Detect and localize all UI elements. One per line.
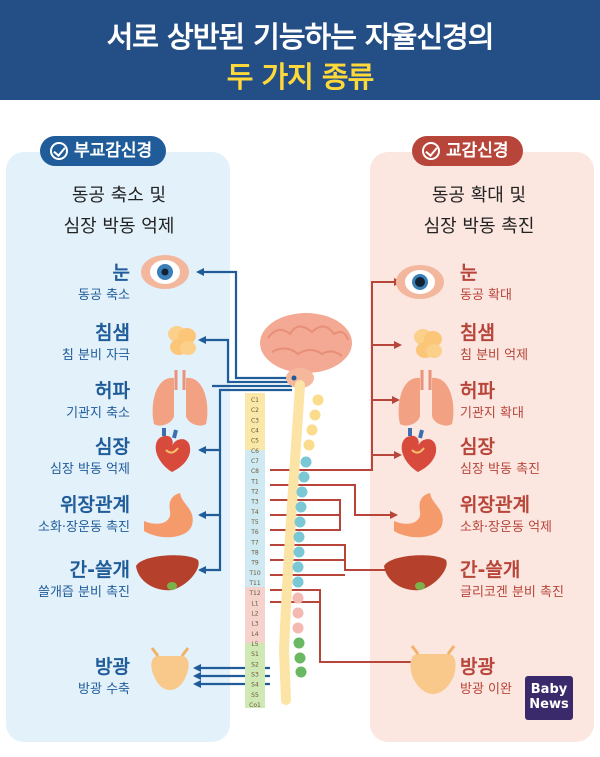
spine-segment-label: L1 bbox=[251, 600, 258, 607]
left-organ-title-salivary: 침샘 bbox=[95, 322, 130, 344]
sympathetic-label: 교감신경 bbox=[446, 141, 509, 161]
right-organ-title-salivary: 침샘 bbox=[460, 322, 495, 344]
spine-segment-label: C3 bbox=[251, 417, 259, 424]
logo-line-2: News bbox=[529, 697, 569, 712]
spine-segment-label: T11 bbox=[248, 580, 260, 587]
liver-icon bbox=[136, 555, 199, 591]
eye-icon bbox=[396, 265, 444, 299]
liver-icon bbox=[384, 555, 447, 591]
title-banner: 서로 상반된 기능하는 자율신경의 두 가지 종류 bbox=[0, 0, 600, 100]
spine-segment-label: T1 bbox=[250, 478, 259, 485]
left-organ-title-lung: 허파 bbox=[95, 380, 130, 402]
summary-line: 심장 박동 촉진 bbox=[423, 216, 535, 237]
parasympathetic-badge: 부교감신경 bbox=[40, 136, 167, 166]
heart-icon bbox=[401, 428, 437, 472]
sympathetic-badge: 교감신경 bbox=[412, 136, 523, 166]
spine-segment-label: S3 bbox=[251, 672, 259, 679]
brain-icon bbox=[260, 313, 352, 388]
left-organ-effect-bladder: 방광 수축 bbox=[78, 682, 130, 697]
left-organ-effect-heart: 심장 박동 억제 bbox=[49, 462, 130, 477]
spine-segment-label: T7 bbox=[250, 539, 259, 546]
right-organ-title-heart: 심장 bbox=[460, 436, 495, 458]
spine-segment-label: S5 bbox=[251, 692, 259, 699]
spine-segment-label: T4 bbox=[250, 509, 259, 516]
spine-segment-label: T3 bbox=[250, 499, 259, 506]
parasympathetic-panel bbox=[6, 152, 230, 742]
sympathetic-ganglia-chain bbox=[292, 394, 324, 678]
right-organ-effect-salivary: 침 분비 억제 bbox=[460, 348, 529, 363]
vertebral-column bbox=[245, 393, 265, 708]
spine-segment-label: L3 bbox=[251, 621, 258, 628]
left-organ-title-liver: 간-쓸개 bbox=[69, 559, 130, 581]
right-organ-effect-gi: 소화·장운동 억제 bbox=[460, 520, 552, 535]
spine-segment-label: L2 bbox=[251, 611, 258, 618]
spine-segment-label: C6 bbox=[251, 448, 259, 455]
spine-segment-label: Co1 bbox=[249, 702, 261, 709]
spine-segment-label: T10 bbox=[248, 570, 260, 577]
spine-segment-label: T9 bbox=[250, 560, 259, 567]
check-circle-icon bbox=[422, 142, 440, 160]
spine-segment-label: T8 bbox=[250, 550, 259, 557]
sympathetic-summary: 동공 확대 및 심장 박동 촉진 bbox=[384, 180, 574, 242]
spine-segment-label: L5 bbox=[251, 641, 258, 648]
summary-line: 동공 축소 및 bbox=[71, 185, 167, 206]
spine-segment-label: L4 bbox=[251, 631, 258, 638]
stomach-icon bbox=[394, 493, 443, 538]
right-organ-title-lung: 허파 bbox=[460, 380, 495, 402]
right-organ-title-liver: 간-쓸개 bbox=[460, 559, 521, 581]
left-organ-title-gi: 위장관계 bbox=[60, 494, 130, 516]
right-organ-title-gi: 위장관계 bbox=[460, 494, 530, 516]
stomach-icon bbox=[144, 493, 193, 538]
logo-line-1: Baby bbox=[530, 682, 568, 697]
bladder-icon bbox=[410, 645, 456, 694]
left-organ-title-heart: 심장 bbox=[95, 436, 130, 458]
baby-news-logo: Baby News bbox=[525, 676, 573, 720]
spine-segment-label: C5 bbox=[251, 438, 259, 445]
title-line-2: 두 가지 종류 bbox=[226, 60, 375, 94]
spine-segment-label: C8 bbox=[251, 468, 259, 475]
spine-segment-label: T2 bbox=[250, 489, 259, 496]
right-organ-effect-heart: 심장 박동 촉진 bbox=[460, 462, 541, 477]
spine-segment-label: C4 bbox=[251, 428, 259, 435]
right-organ-title-eye: 눈 bbox=[460, 262, 478, 284]
eye-icon bbox=[141, 255, 189, 289]
right-organ-title-bladder: 방광 bbox=[460, 656, 495, 678]
left-organ-effect-eye: 동공 축소 bbox=[78, 288, 130, 303]
spine-segment-label: S2 bbox=[251, 661, 259, 668]
spine-segment-label: T5 bbox=[250, 519, 259, 526]
spine-segment-label: C1 bbox=[251, 397, 259, 404]
lung-icon bbox=[152, 370, 208, 426]
spine-segment-label: S1 bbox=[251, 651, 259, 658]
left-organ-effect-liver: 쓸개즙 분비 촉진 bbox=[38, 585, 130, 600]
left-organ-effect-salivary: 침 분비 자극 bbox=[61, 348, 130, 363]
summary-line: 동공 확대 및 bbox=[431, 185, 527, 206]
spine-segment-label: T6 bbox=[250, 529, 259, 536]
spine-segment-label: S4 bbox=[251, 682, 259, 689]
spine-segment-labels: C1C2C3C4C5C6C7C8T1T2T3T4T5T6T7T8T9T10T11… bbox=[248, 397, 261, 709]
spine-segment-label: C7 bbox=[251, 458, 259, 465]
salivary-gland-icon bbox=[168, 326, 196, 355]
right-organ-effect-bladder: 방광 이완 bbox=[460, 682, 512, 697]
right-organ-effect-eye: 동공 확대 bbox=[460, 288, 512, 303]
right-organ-effect-liver: 글리코겐 분비 촉진 bbox=[460, 585, 564, 600]
parasympathetic-label: 부교감신경 bbox=[74, 141, 153, 161]
check-circle-icon bbox=[50, 142, 68, 160]
spine-segment-label: C2 bbox=[251, 407, 259, 414]
parasympathetic-summary: 동공 축소 및 심장 박동 억제 bbox=[24, 180, 214, 242]
right-organ-effect-lung: 기관지 확대 bbox=[460, 406, 524, 421]
heart-icon bbox=[155, 428, 191, 472]
left-organ-title-bladder: 방광 bbox=[95, 656, 130, 678]
bladder-icon bbox=[150, 647, 190, 690]
sympathetic-pathways bbox=[270, 278, 422, 666]
salivary-gland-icon bbox=[414, 329, 442, 358]
lung-icon bbox=[398, 370, 454, 426]
title-line-1: 서로 상반된 기능하는 자율신경의 bbox=[106, 20, 495, 54]
spine-segment-label: T12 bbox=[248, 590, 260, 597]
left-organ-effect-gi: 소화·장운동 촉진 bbox=[38, 520, 130, 535]
left-organ-effect-lung: 기관지 축소 bbox=[66, 406, 130, 421]
left-organ-title-eye: 눈 bbox=[112, 262, 130, 284]
summary-line: 심장 박동 억제 bbox=[63, 216, 175, 237]
spinal-cord bbox=[278, 380, 305, 705]
